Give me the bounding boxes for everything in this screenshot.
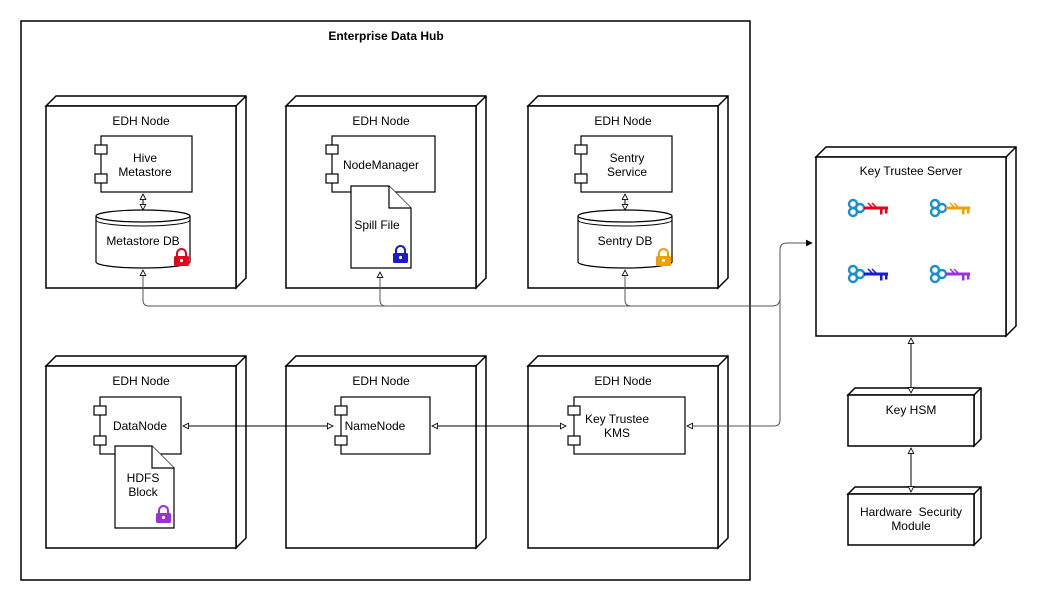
sentry-db-link — [625, 270, 632, 307]
component-label-line1: Hive — [133, 151, 157, 165]
key-icon — [929, 264, 970, 284]
hsm2-title-line1: Hardware Security — [860, 505, 962, 519]
component-port — [93, 405, 107, 416]
metastore-db[interactable]: Metastore DB — [95, 209, 191, 269]
component-label-line2: Service — [607, 165, 647, 179]
component-box — [580, 135, 673, 193]
node-title: EDH Node — [112, 374, 170, 388]
spill-file[interactable]: Spill File — [350, 185, 412, 269]
db-ring — [95, 219, 191, 227]
metastore-db-link — [143, 252, 781, 307]
key-hsm[interactable]: Key HSM — [846, 387, 982, 448]
keys-group — [847, 198, 970, 284]
component-port — [574, 144, 588, 155]
lock-icon — [656, 248, 671, 266]
component-box — [573, 396, 686, 455]
db-ring — [577, 219, 673, 227]
datanode-component[interactable]: DataNode — [93, 396, 182, 455]
file-fold — [388, 186, 411, 209]
edh-node-datanode[interactable]: EDH Node DataNode HDFS Block — [44, 355, 247, 550]
db-top — [95, 209, 191, 223]
file-label-line2: Block — [128, 485, 158, 499]
component-port — [94, 173, 108, 184]
node-title: EDH Node — [352, 374, 410, 388]
spill-file-link — [380, 272, 387, 307]
db-label: Sentry DB — [598, 234, 653, 248]
component-port — [325, 144, 339, 155]
hsm-box — [847, 394, 975, 447]
component-label-line1: Key Trustee — [585, 412, 649, 426]
component-label-line2: KMS — [604, 426, 630, 440]
node-title: EDH Node — [112, 114, 170, 128]
hsm2-box — [847, 493, 975, 546]
component-label: DataNode — [113, 419, 167, 433]
key-trustee-kms-component[interactable]: Key Trustee KMS — [567, 396, 686, 455]
server-box — [815, 156, 1007, 337]
component-label-line1: Sentry — [610, 151, 645, 165]
lock-icon — [174, 248, 189, 266]
namenode-component[interactable]: NameNode — [334, 396, 431, 455]
component-box — [100, 135, 193, 193]
node-box — [285, 365, 477, 549]
node-title: EDH Node — [594, 374, 652, 388]
component-port — [93, 435, 107, 446]
node-title: EDH Node — [594, 114, 652, 128]
lock-icon — [156, 505, 171, 523]
hsm-title: Key HSM — [886, 403, 937, 417]
component-port — [94, 144, 108, 155]
file-fold — [151, 446, 174, 469]
component-port — [334, 435, 348, 446]
key-icon — [847, 264, 888, 284]
file-label-line1: HDFS — [127, 471, 160, 485]
server-title: Key Trustee Server — [860, 164, 963, 178]
component-label: NameNode — [345, 419, 406, 433]
edh-node-namenode[interactable]: EDH Node NameNode — [284, 355, 487, 550]
file-label: Spill File — [354, 218, 400, 232]
component-label-line2: Metastore — [118, 165, 172, 179]
edh-node-sentry[interactable]: EDH Node Sentry Service Sentry DB — [526, 95, 729, 290]
node-box — [527, 365, 719, 549]
db-label: Metastore DB — [106, 234, 179, 248]
component-port — [567, 435, 581, 446]
component-label: NodeManager — [343, 158, 419, 172]
nodemanager-component[interactable]: NodeManager — [325, 135, 436, 193]
hardware-security-module[interactable]: Hardware Security Module — [846, 486, 982, 547]
node-title: EDH Node — [352, 114, 410, 128]
sentry-service-component[interactable]: Sentry Service — [574, 135, 673, 193]
component-box — [331, 135, 436, 193]
hsm2-title-line2: Module — [891, 519, 931, 533]
db-top — [577, 209, 673, 223]
hive-metastore-component[interactable]: Hive Metastore — [94, 135, 193, 193]
hub-title: Enterprise Data Hub — [328, 29, 443, 43]
sentry-db[interactable]: Sentry DB — [577, 209, 673, 269]
key-icon — [929, 198, 970, 218]
lock-icon — [393, 245, 408, 263]
component-box — [340, 396, 431, 455]
hdfs-block-file[interactable]: HDFS Block — [114, 445, 175, 529]
component-port — [567, 405, 581, 416]
component-box — [99, 396, 182, 455]
edh-node-hive-metastore[interactable]: EDH Node Hive Metastore Metastore DB — [44, 95, 247, 290]
edh-node-kms[interactable]: EDH Node Key Trustee KMS — [526, 355, 729, 550]
component-port — [574, 173, 588, 184]
edh-node-nodemanager[interactable]: EDH Node NodeManager Spill File — [284, 95, 487, 290]
component-port — [325, 173, 339, 184]
component-port — [334, 405, 348, 416]
key-icon — [847, 198, 888, 218]
kms-server-link — [687, 243, 812, 426]
key-trustee-server[interactable]: Key Trustee Server — [814, 146, 1017, 338]
